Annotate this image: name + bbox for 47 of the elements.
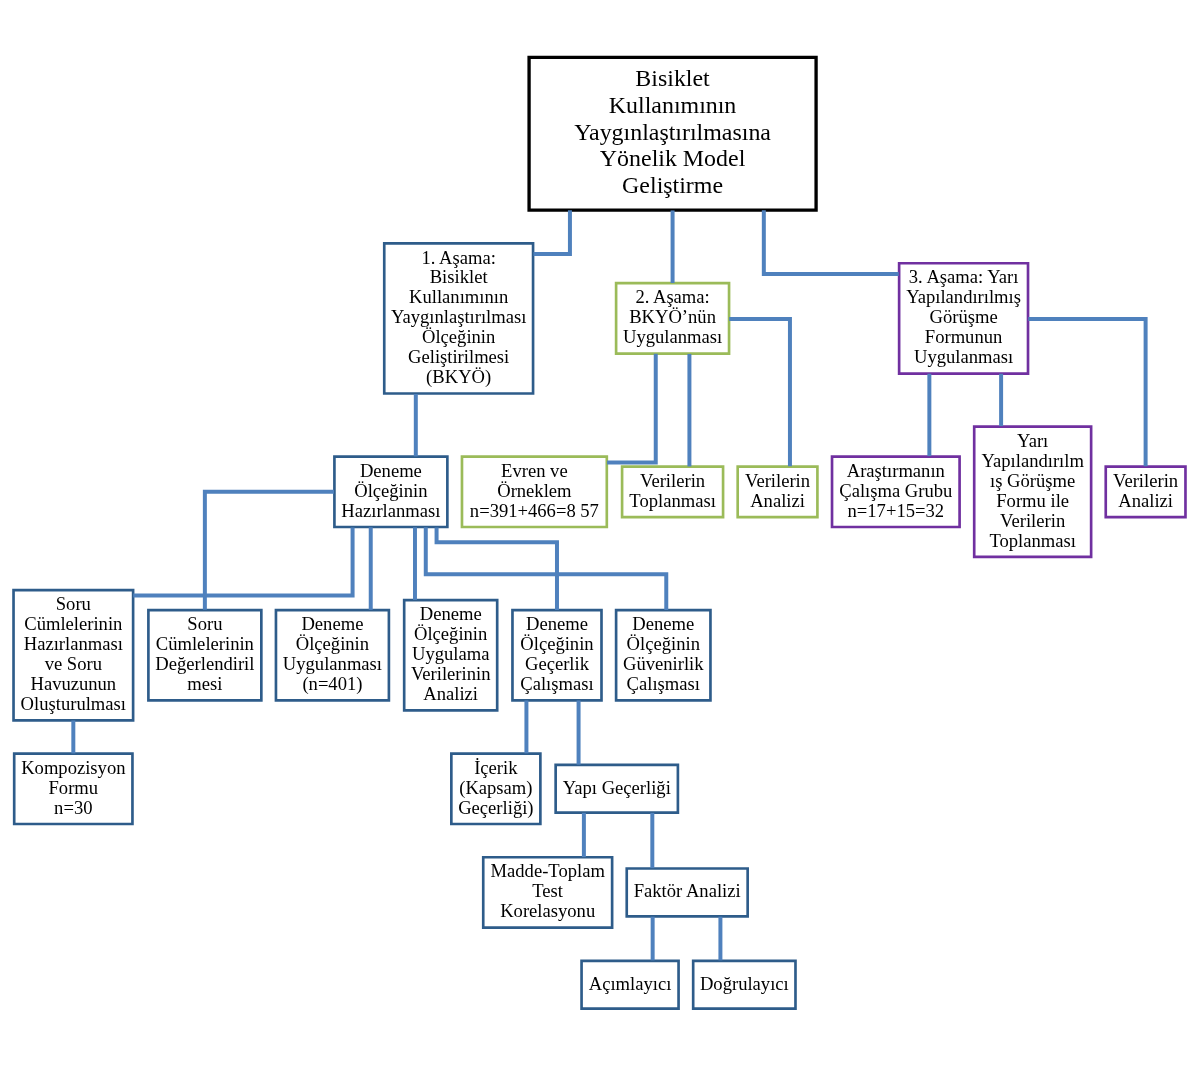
connector [729, 316, 792, 466]
connector [202, 489, 335, 610]
connector [423, 526, 669, 610]
node-box: Verilerin Toplanması [620, 464, 725, 518]
connector [670, 209, 675, 283]
node-box: Deneme Ölçeğinin Hazırlanması [333, 454, 449, 528]
connector [524, 699, 529, 753]
node-box: 1. Aşama: Bisiklet Kullanımının Yaygınlaştırılması Ölçeğinin Geliştirilmesi (BKYÖ) [382, 241, 535, 395]
node-box: Evren ve Örneklem n=391+466=8 57 [460, 454, 609, 528]
node-box: Araştırmanın Çalışma Grubu n=17+15=32 [830, 454, 961, 528]
node-box: Kompozisyon Formu n=30 [12, 751, 134, 825]
node-box: Faktör Analizi [625, 866, 749, 918]
connector [533, 209, 572, 256]
node-box: Deneme Ölçeğinin Uygulanması (n=401) [274, 608, 391, 702]
connector [927, 373, 932, 456]
node-box: 3. Aşama: Yarı Yapılandırılmış Görüşme Formunun Uygulanması [897, 261, 1030, 375]
node-box: Doğrulayıcı [691, 959, 797, 1010]
node-box: Yapı Geçerliği [554, 763, 680, 814]
connector [650, 916, 655, 960]
node-box: Açımlayıcı [580, 959, 680, 1010]
connector [1028, 316, 1148, 466]
connector [687, 353, 692, 466]
node-box: 2. Aşama: BKYÖ’nün Uygulanması [614, 281, 731, 355]
connector [434, 526, 559, 610]
node-box: Deneme Ölçeğinin Uygulama Verilerinin Analizi [402, 598, 499, 712]
connector [650, 812, 655, 868]
node-box: Bisiklet Kullanımının Yaygınlaştırılmasına Yönelik Model Geliştirme [527, 55, 818, 212]
node-box: Madde-Toplam Test Korelasyonu [481, 855, 614, 929]
node-box: Soru Cümlelerinin Hazırlanması ve Soru Havuzunun Oluşturulması [12, 588, 135, 722]
connector [581, 812, 586, 857]
node-box: Deneme Ölçeğinin Güvenirlik Çalışması [614, 608, 712, 702]
connector [576, 699, 581, 765]
node-box: Deneme Ölçeğinin Geçerlik Çalışması [511, 608, 603, 702]
connector [761, 209, 899, 276]
node-box: Verilerin Analizi [1104, 464, 1187, 518]
node-box: Yarı Yapılandırılm ış Görüşme Formu ile Verilerin Toplanması [972, 424, 1093, 558]
connector [718, 916, 723, 960]
connector [368, 526, 373, 610]
connector [71, 719, 76, 753]
connector [607, 353, 658, 465]
connector [413, 393, 418, 456]
connector [412, 526, 417, 600]
connector [999, 373, 1004, 426]
node-box: Soru Cümlelerinin Değerlendiril mesi [147, 608, 263, 702]
node-box: Verilerin Analizi [736, 464, 819, 518]
connector [133, 526, 355, 597]
node-box: İçerik (Kapsam) Geçerliği) [450, 751, 542, 825]
